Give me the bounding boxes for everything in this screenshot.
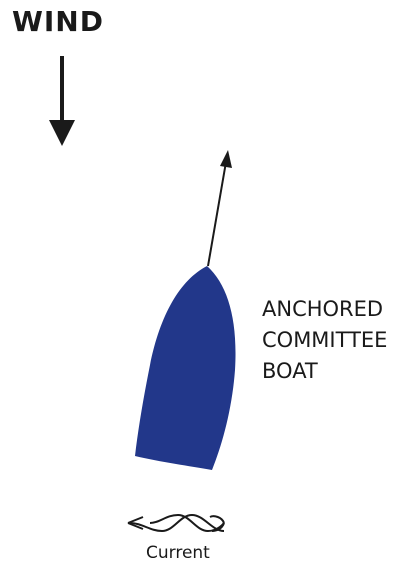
committee-boat-label: ANCHORED COMMITTEE BOAT <box>262 294 387 387</box>
current-label: Current <box>146 543 210 563</box>
committee-boat-label-line-1: ANCHORED <box>262 297 384 321</box>
committee-boat-label-line-3: BOAT <box>262 359 318 383</box>
wind-arrow-icon <box>49 56 75 146</box>
heading-arrow-icon <box>207 150 232 267</box>
committee-boat-hull <box>135 266 236 470</box>
wind-label: WIND <box>12 5 104 38</box>
current-arrow-icon <box>127 513 225 533</box>
committee-boat-label-line-2: COMMITTEE <box>262 328 388 352</box>
